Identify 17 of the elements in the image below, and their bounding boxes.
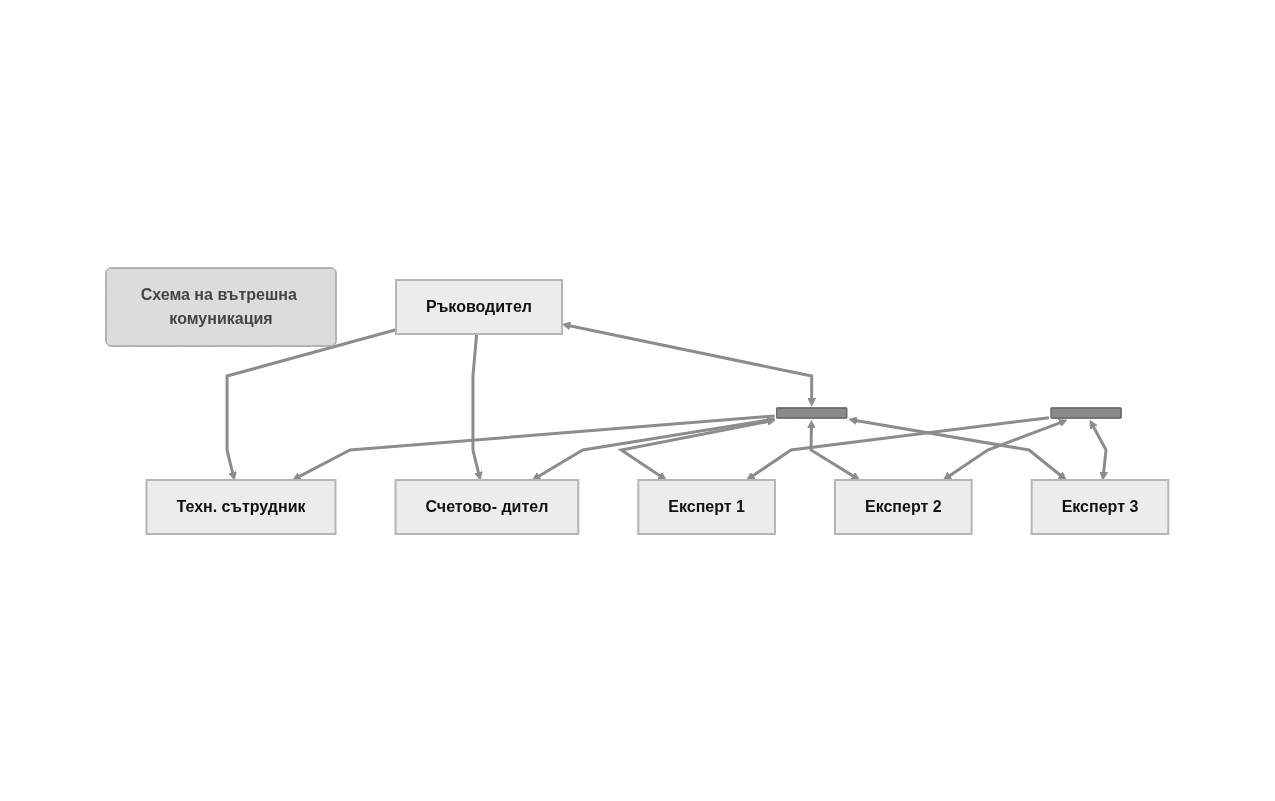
arrow — [471, 333, 483, 480]
node-box: Счетово- дител — [394, 478, 580, 535]
node-box: Експерт 2 — [834, 478, 973, 535]
arrow — [292, 413, 776, 480]
arrow — [532, 417, 776, 480]
node-box: Експерт 3 — [1031, 478, 1170, 535]
arrow — [807, 419, 861, 480]
node-box: Техн. сътрудник — [145, 478, 337, 535]
arrow — [1089, 419, 1109, 480]
arrow — [617, 416, 776, 480]
arrow — [746, 415, 1050, 480]
node-box: Експерт 1 — [637, 478, 777, 535]
arrow — [943, 418, 1068, 480]
arrow — [849, 415, 1068, 480]
arrow — [225, 327, 397, 480]
arrow — [562, 321, 817, 406]
node-box: Ръководител — [395, 278, 564, 335]
